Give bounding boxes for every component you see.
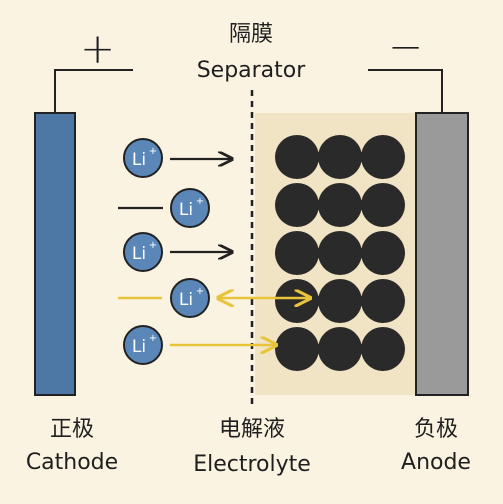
separator-label-cn: 隔膜 <box>228 22 273 47</box>
anode-label-cn: 负极 <box>413 417 458 442</box>
anode-label-en: Anode <box>401 450 471 475</box>
graphite-sphere <box>275 231 319 275</box>
cathode-label-en: Cathode <box>25 450 119 475</box>
electrolyte-label-en: Electrolyte <box>193 452 311 477</box>
svg-text:Li: Li <box>179 290 193 310</box>
graphite-sphere <box>275 327 319 371</box>
lithium-ion: Li + <box>170 188 210 228</box>
anode-wire <box>368 69 443 113</box>
negative-terminal-sign: − <box>388 22 424 71</box>
graphite-sphere <box>318 279 362 323</box>
graphite-sphere <box>275 135 319 179</box>
svg-text:+: + <box>196 196 204 207</box>
svg-text:Li: Li <box>179 200 193 220</box>
separator-label-en: Separator <box>196 58 306 83</box>
svg-text:+: + <box>149 240 157 251</box>
graphite-sphere <box>318 327 362 371</box>
cathode-plate <box>34 112 76 396</box>
graphite-sphere <box>318 183 362 227</box>
lithium-ion: Li + <box>123 232 163 272</box>
svg-text:+: + <box>149 146 157 157</box>
graphite-sphere <box>361 231 405 275</box>
graphite-sphere <box>361 183 405 227</box>
cathode-wire <box>54 69 133 113</box>
svg-text:+: + <box>149 333 157 344</box>
electrolyte-label-cn: 电解液 <box>218 417 285 442</box>
graphite-layers <box>275 135 405 371</box>
graphite-sphere <box>275 183 319 227</box>
graphite-sphere <box>318 135 362 179</box>
graphite-sphere <box>361 327 405 371</box>
lithium-ion: Li + <box>170 278 210 318</box>
graphite-sphere <box>275 279 319 323</box>
graphite-sphere <box>318 231 362 275</box>
lithium-ion: Li + <box>123 138 163 178</box>
svg-text:+: + <box>196 286 204 297</box>
positive-terminal-sign: + <box>80 24 116 73</box>
svg-text:Li: Li <box>132 337 146 357</box>
anode-plate <box>415 112 469 396</box>
svg-text:Li: Li <box>132 150 146 170</box>
cathode-label-cn: 正极 <box>49 417 94 442</box>
graphite-sphere <box>361 135 405 179</box>
graphite-sphere <box>361 279 405 323</box>
lithium-ion: Li + <box>123 325 163 365</box>
svg-text:Li: Li <box>132 244 146 264</box>
